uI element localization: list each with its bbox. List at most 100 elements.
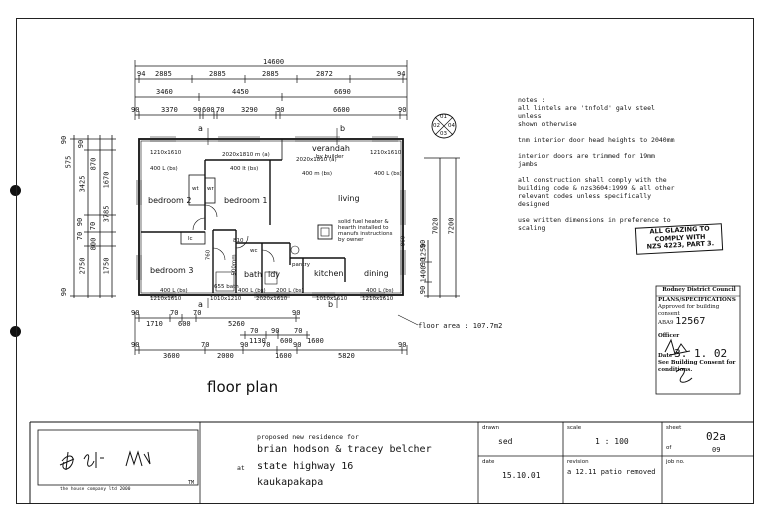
notes-line — [518, 208, 678, 216]
lintel-label: 400 L (bs) — [238, 288, 266, 294]
of-label: of — [666, 445, 672, 451]
sheet-label: sheet — [666, 425, 682, 431]
section-marker-a: a — [198, 300, 203, 309]
dim-bottom-row3-4: 90 — [240, 341, 249, 349]
sheet-number: 02a — [706, 430, 726, 443]
room-bedroom-1: bedroom 1 — [224, 196, 268, 205]
dim-top-row3-4: 70 — [216, 106, 225, 114]
dim-top-row3-5: 3290 — [241, 106, 258, 114]
window-label: 1210x1610 — [150, 150, 182, 156]
dim-bottom-row1-2: 70 — [170, 309, 179, 317]
room-living: living — [338, 194, 360, 203]
room-bedroom-3: bedroom 3 — [150, 266, 194, 275]
stamp-date-label: Date — [658, 353, 673, 359]
dim-bottom-row2-1: 1130 — [249, 337, 266, 345]
dim-left-2: 90 — [77, 139, 86, 149]
dim-top-row3-6: 90 — [276, 106, 285, 114]
binder-hole — [10, 326, 21, 337]
window-label: 2020x1610 — [256, 296, 288, 302]
dim-bottom-row3-8: 5820 — [338, 352, 355, 360]
dim-top-row3-2: 90 — [193, 106, 202, 114]
door-width-label: 760 — [205, 249, 212, 261]
sheet-total: 09 — [712, 446, 721, 454]
dim-bottom-row2-2: 90 — [271, 327, 280, 335]
dim-bottom-row3-7: 90 — [293, 341, 302, 349]
consent-label: ABA9 — [658, 320, 674, 326]
notes-line — [518, 144, 678, 152]
drawn-by: sed — [498, 437, 513, 446]
council-approval-line: Approved for building — [658, 304, 720, 310]
lintel-label: 400 lt (bs) — [230, 166, 259, 172]
binder-hole — [10, 185, 21, 196]
dim-bottom-row2-3: 600 — [280, 337, 293, 345]
dim-bottom-row1-3: 600 — [178, 320, 191, 328]
drawing-sheet-border — [16, 18, 754, 504]
dim-bottom-row2-0: 70 — [250, 327, 259, 335]
dim-right-3: 90 — [419, 285, 428, 295]
dim-bottom-row3-6: 1600 — [275, 352, 292, 360]
room-pantry: pantry — [292, 262, 311, 268]
dim-top-row1-0: 94 — [137, 70, 146, 78]
dim-right-4: 1400 — [419, 265, 428, 283]
dim-left-12: 1750 — [102, 257, 111, 275]
room-laundry: ldy — [268, 270, 281, 279]
section-marker-b: b — [328, 300, 334, 309]
dim-top-row1-2: 2885 — [209, 70, 226, 78]
dim-bottom-row1-1: 1710 — [146, 320, 163, 328]
dim-bottom-row1-5: 5260 — [228, 320, 245, 328]
dim-left-3: 3425 — [78, 175, 87, 193]
notes-line: all lintels are 'tnfold' galv steel unle… — [518, 104, 655, 120]
dim-top-row2-1: 4450 — [232, 88, 249, 96]
dim-bottom-row3-5: 70 — [262, 341, 271, 349]
consent-number: 12567 — [675, 316, 706, 327]
dim-bottom-row3-3: 2000 — [217, 352, 234, 360]
stair-label: 500mm — [231, 254, 238, 276]
council-name: Rodney District Council — [662, 287, 736, 293]
window-label: 2020x1810 m (a) — [222, 152, 270, 158]
dim-left-10: 70 — [89, 221, 98, 231]
dim-bottom-row3-0: 90 — [131, 341, 140, 349]
dim-right-1: 7200 — [447, 217, 456, 235]
lintel-label: 400 m (bs) — [302, 171, 333, 177]
verandah-label: verandah — [312, 144, 350, 153]
drawing-date: 15.10.01 — [502, 471, 541, 480]
dim-top-row1-4: 2872 — [316, 70, 333, 78]
dim-bottom-row1-0: 90 — [131, 309, 140, 317]
dim-left-1: 575 — [64, 155, 73, 169]
dim-top-row1-5: 94 — [397, 70, 406, 78]
lintel-label: 200 L (bs) — [276, 288, 304, 294]
dim-top-row2-2: 6690 — [334, 88, 351, 96]
window-label: 1010x1210 — [210, 296, 242, 302]
dim-left-4: 870 — [89, 157, 98, 171]
date-label: date — [482, 459, 495, 465]
notes-line: scaling — [518, 224, 546, 232]
window-label: 655 bath — [214, 284, 239, 290]
dim-bottom-row3-2: 70 — [201, 341, 210, 349]
dim-left-9: 2750 — [78, 257, 87, 275]
notes-heading: notes : — [518, 96, 546, 104]
address-line-2: kaukapakapa — [257, 477, 324, 488]
dim-top-row3-8: 90 — [398, 106, 407, 114]
stamp-date: 3. 1. 02 — [674, 347, 728, 360]
notes-block: notes : all lintels are 'tnfold' galv st… — [518, 96, 678, 232]
dim-bottom-row1-4: 70 — [193, 309, 202, 317]
section-marker-b: b — [340, 124, 346, 133]
notes-line: relevant codes unless specifically desig… — [518, 192, 652, 208]
section-marker-a: a — [198, 124, 203, 133]
room-kitchen: kitchen — [314, 269, 344, 278]
revision-label: revision — [567, 459, 589, 465]
client-name: brian hodson & tracey belcher — [257, 444, 432, 455]
notes-line — [518, 168, 678, 176]
room-bath: bath — [244, 270, 263, 279]
room-bedroom-2: bedroom 2 — [148, 196, 192, 205]
notes-line: use written dimensions in preference to — [518, 216, 671, 224]
window-label: 1210x1610 — [150, 296, 182, 302]
officer-label: Officer — [658, 333, 680, 339]
notes-line: shown otherwise — [518, 120, 577, 128]
compass-label: 03 — [440, 131, 447, 137]
glazing-stamp: ALL GLAZING TO COMPLY WITH NZS 4223, PAR… — [639, 224, 720, 252]
drawn-label: drawn — [482, 425, 500, 431]
window-label: 1010x1610 — [316, 296, 348, 302]
notes-line: interior doors are trimmed for 19mm jamb… — [518, 152, 655, 168]
